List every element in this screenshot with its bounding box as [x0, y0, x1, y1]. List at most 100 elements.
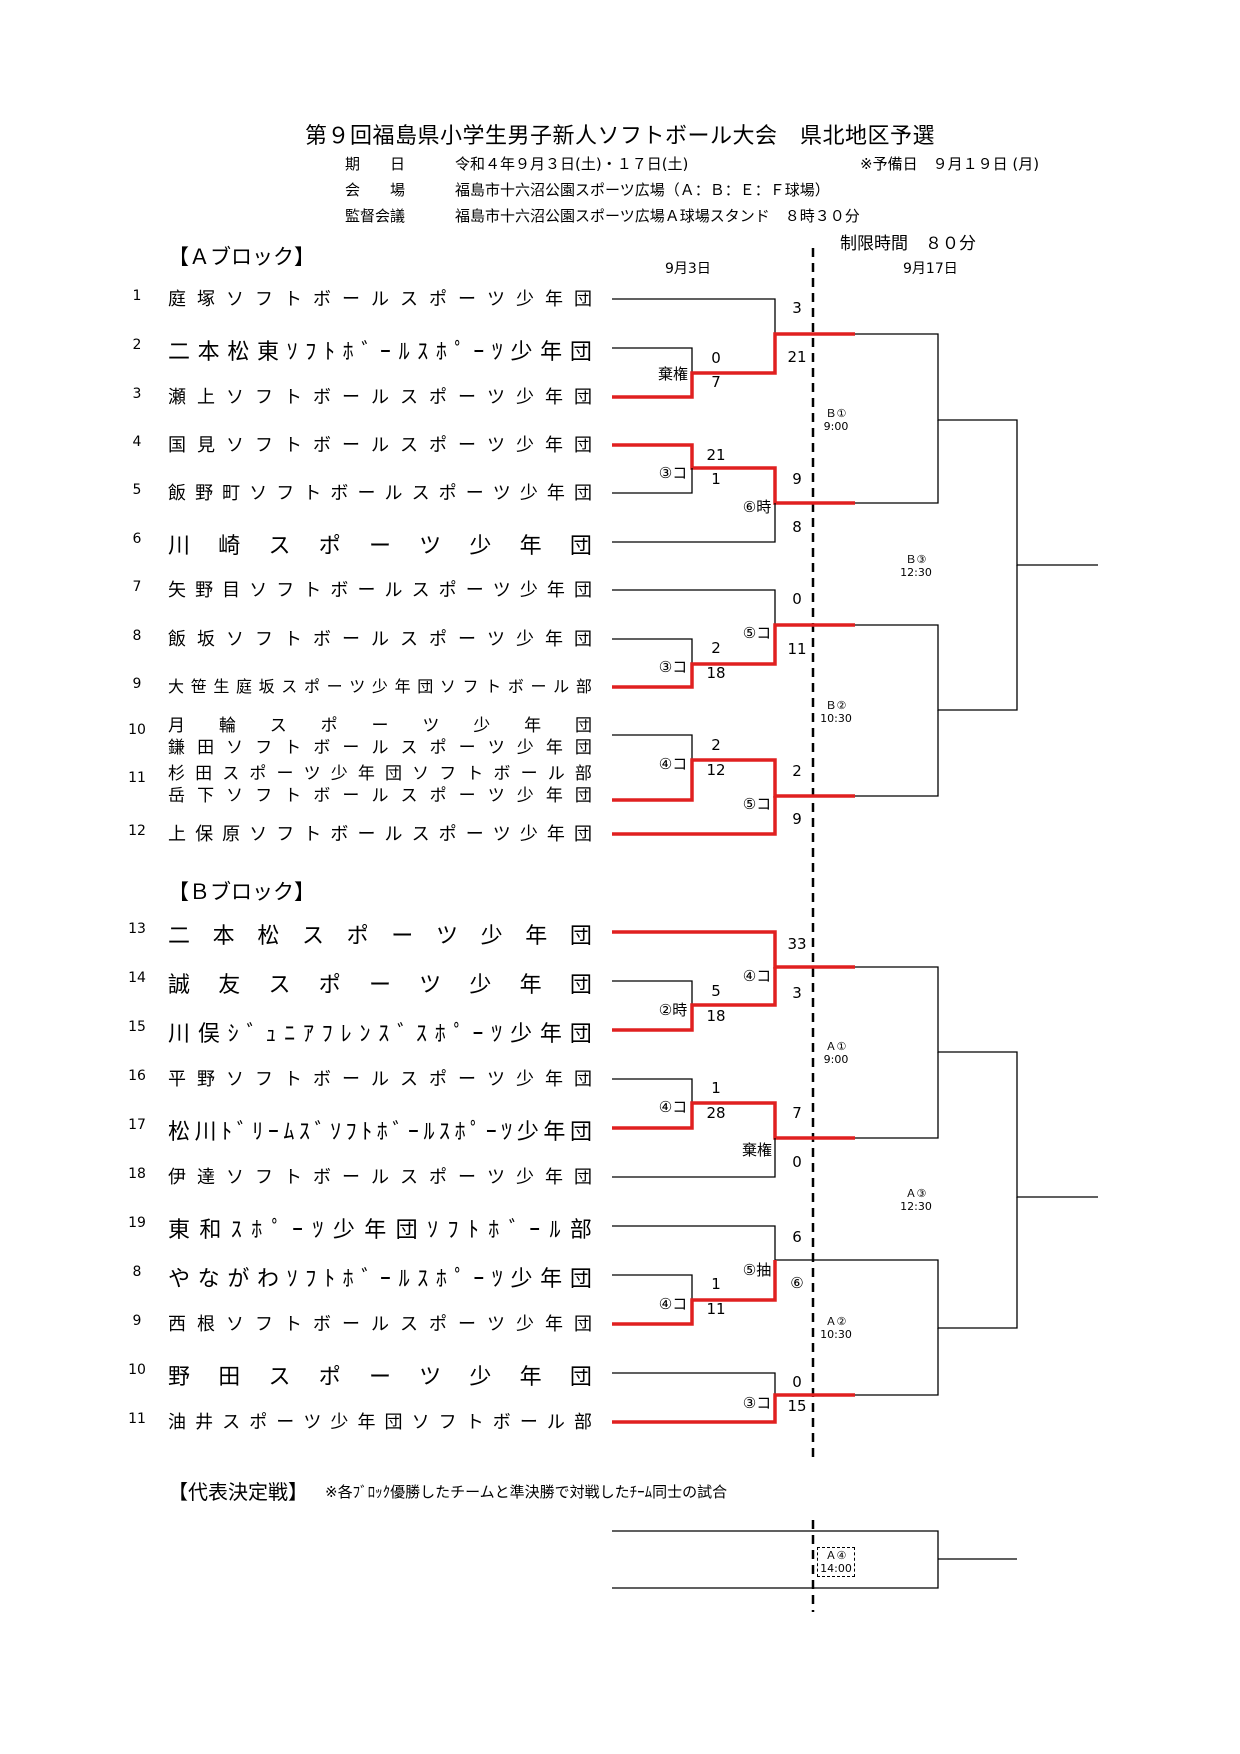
line-b15 [612, 967, 777, 1032]
block_a-team-num: 1 [132, 288, 142, 304]
block_a-team-name: 二本松東ｿﾌﾄﾎﾞｰﾙｽﾎﾟｰﾂ少年団 [168, 340, 592, 365]
score: 7 [711, 373, 721, 391]
line-b18 [612, 1138, 776, 1178]
block_b-team-name: 平野ソフトボールスポーツ少年団 [168, 1069, 592, 1090]
block_a-team-num: 3 [132, 386, 142, 402]
block_b-team-num: 18 [128, 1166, 146, 1182]
block_a-team-name: 川崎スポーツ少年団 [168, 534, 592, 559]
result-note: 棄権 [741, 1141, 772, 1159]
score: 8 [792, 518, 802, 536]
line-b3b [978, 565, 1018, 711]
score: 0 [792, 590, 802, 608]
result-note: ④コ [658, 1098, 688, 1116]
score: 21 [787, 348, 807, 366]
line-a1 [612, 298, 776, 334]
game-name: Ａ① [825, 1040, 847, 1053]
block_a-team-num: 11 [128, 770, 146, 786]
line-b3 [978, 419, 1098, 566]
block_a-team-name-2: 鎌田ソフトボールスポーツ少年団 [168, 738, 592, 758]
date-day2: 9月17日 [903, 261, 958, 277]
page-title: 第９回福島県小学生男子新人ソフトボール大会 県北地区予選 [304, 124, 935, 149]
block_a-team-name: 国見ソフトボールスポーツ少年団 [168, 435, 592, 456]
block_a-team-name: 瀬上ソフトボールスポーツ少年団 [168, 387, 592, 408]
block_b-team-num: 15 [128, 1019, 146, 1035]
score: 9 [792, 810, 802, 828]
date-day1: 9月3日 [665, 261, 711, 277]
score: 33 [787, 935, 807, 953]
block_b-team-name: 二本松スポーツ少年団 [168, 924, 592, 949]
block_b-team-num: 8 [132, 1264, 142, 1280]
block_a-team-name: 庭塚ソフトボールスポーツ少年団 [168, 289, 592, 310]
game-name: Ａ② [825, 1315, 847, 1328]
block_a-team-num: 7 [132, 579, 142, 595]
time-limit: 制限時間 ８０分 [840, 234, 976, 254]
line-b13 [612, 930, 855, 969]
result-note: ⑤抽 [742, 1261, 772, 1279]
block_a-team-num: 12 [128, 823, 146, 839]
block_a-team-name: 飯坂ソフトボールスポーツ少年団 [168, 629, 592, 650]
line-b14 [612, 980, 693, 1005]
block_b-team-name: 東和ｽﾎﾟｰﾂ少年団ｿﾌﾄﾎﾞｰﾙ部 [168, 1218, 592, 1243]
line-b8 [612, 1274, 693, 1300]
block_b-team-name: やながわｿﾌﾄﾎﾞｰﾙｽﾎﾟｰﾂ少年団 [168, 1267, 592, 1292]
line-b1 [855, 333, 978, 421]
score: 3 [792, 984, 802, 1002]
block_a-team-name: 月輪スポーツ少年団 [168, 716, 592, 736]
block_a-team-num: 10 [128, 722, 146, 738]
meeting-value: 福島市十六沼公園スポーツ広場Ａ球場スタンド ８時３０分 [455, 207, 860, 225]
score: 1 [711, 1275, 721, 1293]
line-b9 [612, 1260, 777, 1326]
line-a7 [612, 589, 776, 625]
line-final-bot [612, 1585, 939, 1589]
line-a2 [612, 347, 693, 373]
block_a-team-num: 8 [132, 628, 142, 644]
line-a5 [612, 468, 693, 494]
score: ⑥ [790, 1274, 804, 1292]
block_a-team-num: 5 [132, 482, 142, 498]
block_b-team-num: 19 [128, 1215, 146, 1231]
block-b-title: 【Ｂブロック】 [168, 880, 315, 904]
block_b-team-name: 松川ﾄﾞﾘｰﾑｽﾞｿﾌﾄﾎﾞｰﾙｽﾎﾟｰﾂ少年団 [168, 1120, 592, 1145]
block_a-team-name: 上保原ソフトボールスポーツ少年団 [168, 824, 592, 845]
score: 18 [706, 1007, 726, 1025]
line-a3 [978, 1051, 1098, 1198]
final-section-note: ※各ﾌﾞﾛｯｸ優勝したチームと準決勝で対戦したﾁｰﾑ同士の試合 [325, 1483, 728, 1501]
line-a1-gb [855, 1052, 939, 1139]
reserve-day: ※予備日 ９月１９日 (月) [860, 155, 1040, 173]
score: 2 [711, 639, 721, 657]
line-a2-g [855, 1259, 978, 1329]
line-a2-gb [855, 1328, 939, 1396]
line-a3b [978, 1197, 1018, 1329]
score: 0 [792, 1153, 802, 1171]
game-name: Ａ④ [825, 1549, 847, 1562]
block_b-team-name: 誠友スポーツ少年団 [168, 973, 592, 998]
line-a6 [612, 503, 776, 543]
result-note: ⑥時 [742, 498, 772, 516]
game-name: Ｂ② [825, 699, 847, 712]
result-note: ③コ [658, 464, 688, 482]
block_a-team-num: 6 [132, 531, 142, 547]
line-b10 [612, 1372, 776, 1395]
game-time: 10:30 [820, 712, 852, 725]
line-b16 [612, 1078, 693, 1103]
score: 2 [711, 736, 721, 754]
score: 1 [711, 470, 721, 488]
score: 15 [787, 1397, 807, 1415]
final-section-title: 【代表決定戦】 [168, 1480, 308, 1504]
score: 6 [792, 1228, 802, 1246]
block_b-team-name: 川俣ｼﾞｭﾆｱﾌﾚﾝｽﾞｽﾎﾟｰﾂ少年団 [168, 1022, 592, 1047]
result-note: ③コ [742, 1394, 772, 1412]
block_b-team-num: 14 [128, 970, 146, 986]
game-time: 12:30 [900, 1200, 932, 1213]
score: 21 [706, 446, 726, 464]
block_b-team-name: 伊達ソフトボールスポーツ少年団 [168, 1167, 592, 1188]
block_b-team-name: 野田スポーツ少年団 [168, 1365, 592, 1390]
result-note: ⑤コ [742, 795, 772, 813]
score: 7 [792, 1104, 802, 1122]
score: 3 [792, 299, 802, 317]
game-name: Ｂ③ [905, 553, 927, 566]
